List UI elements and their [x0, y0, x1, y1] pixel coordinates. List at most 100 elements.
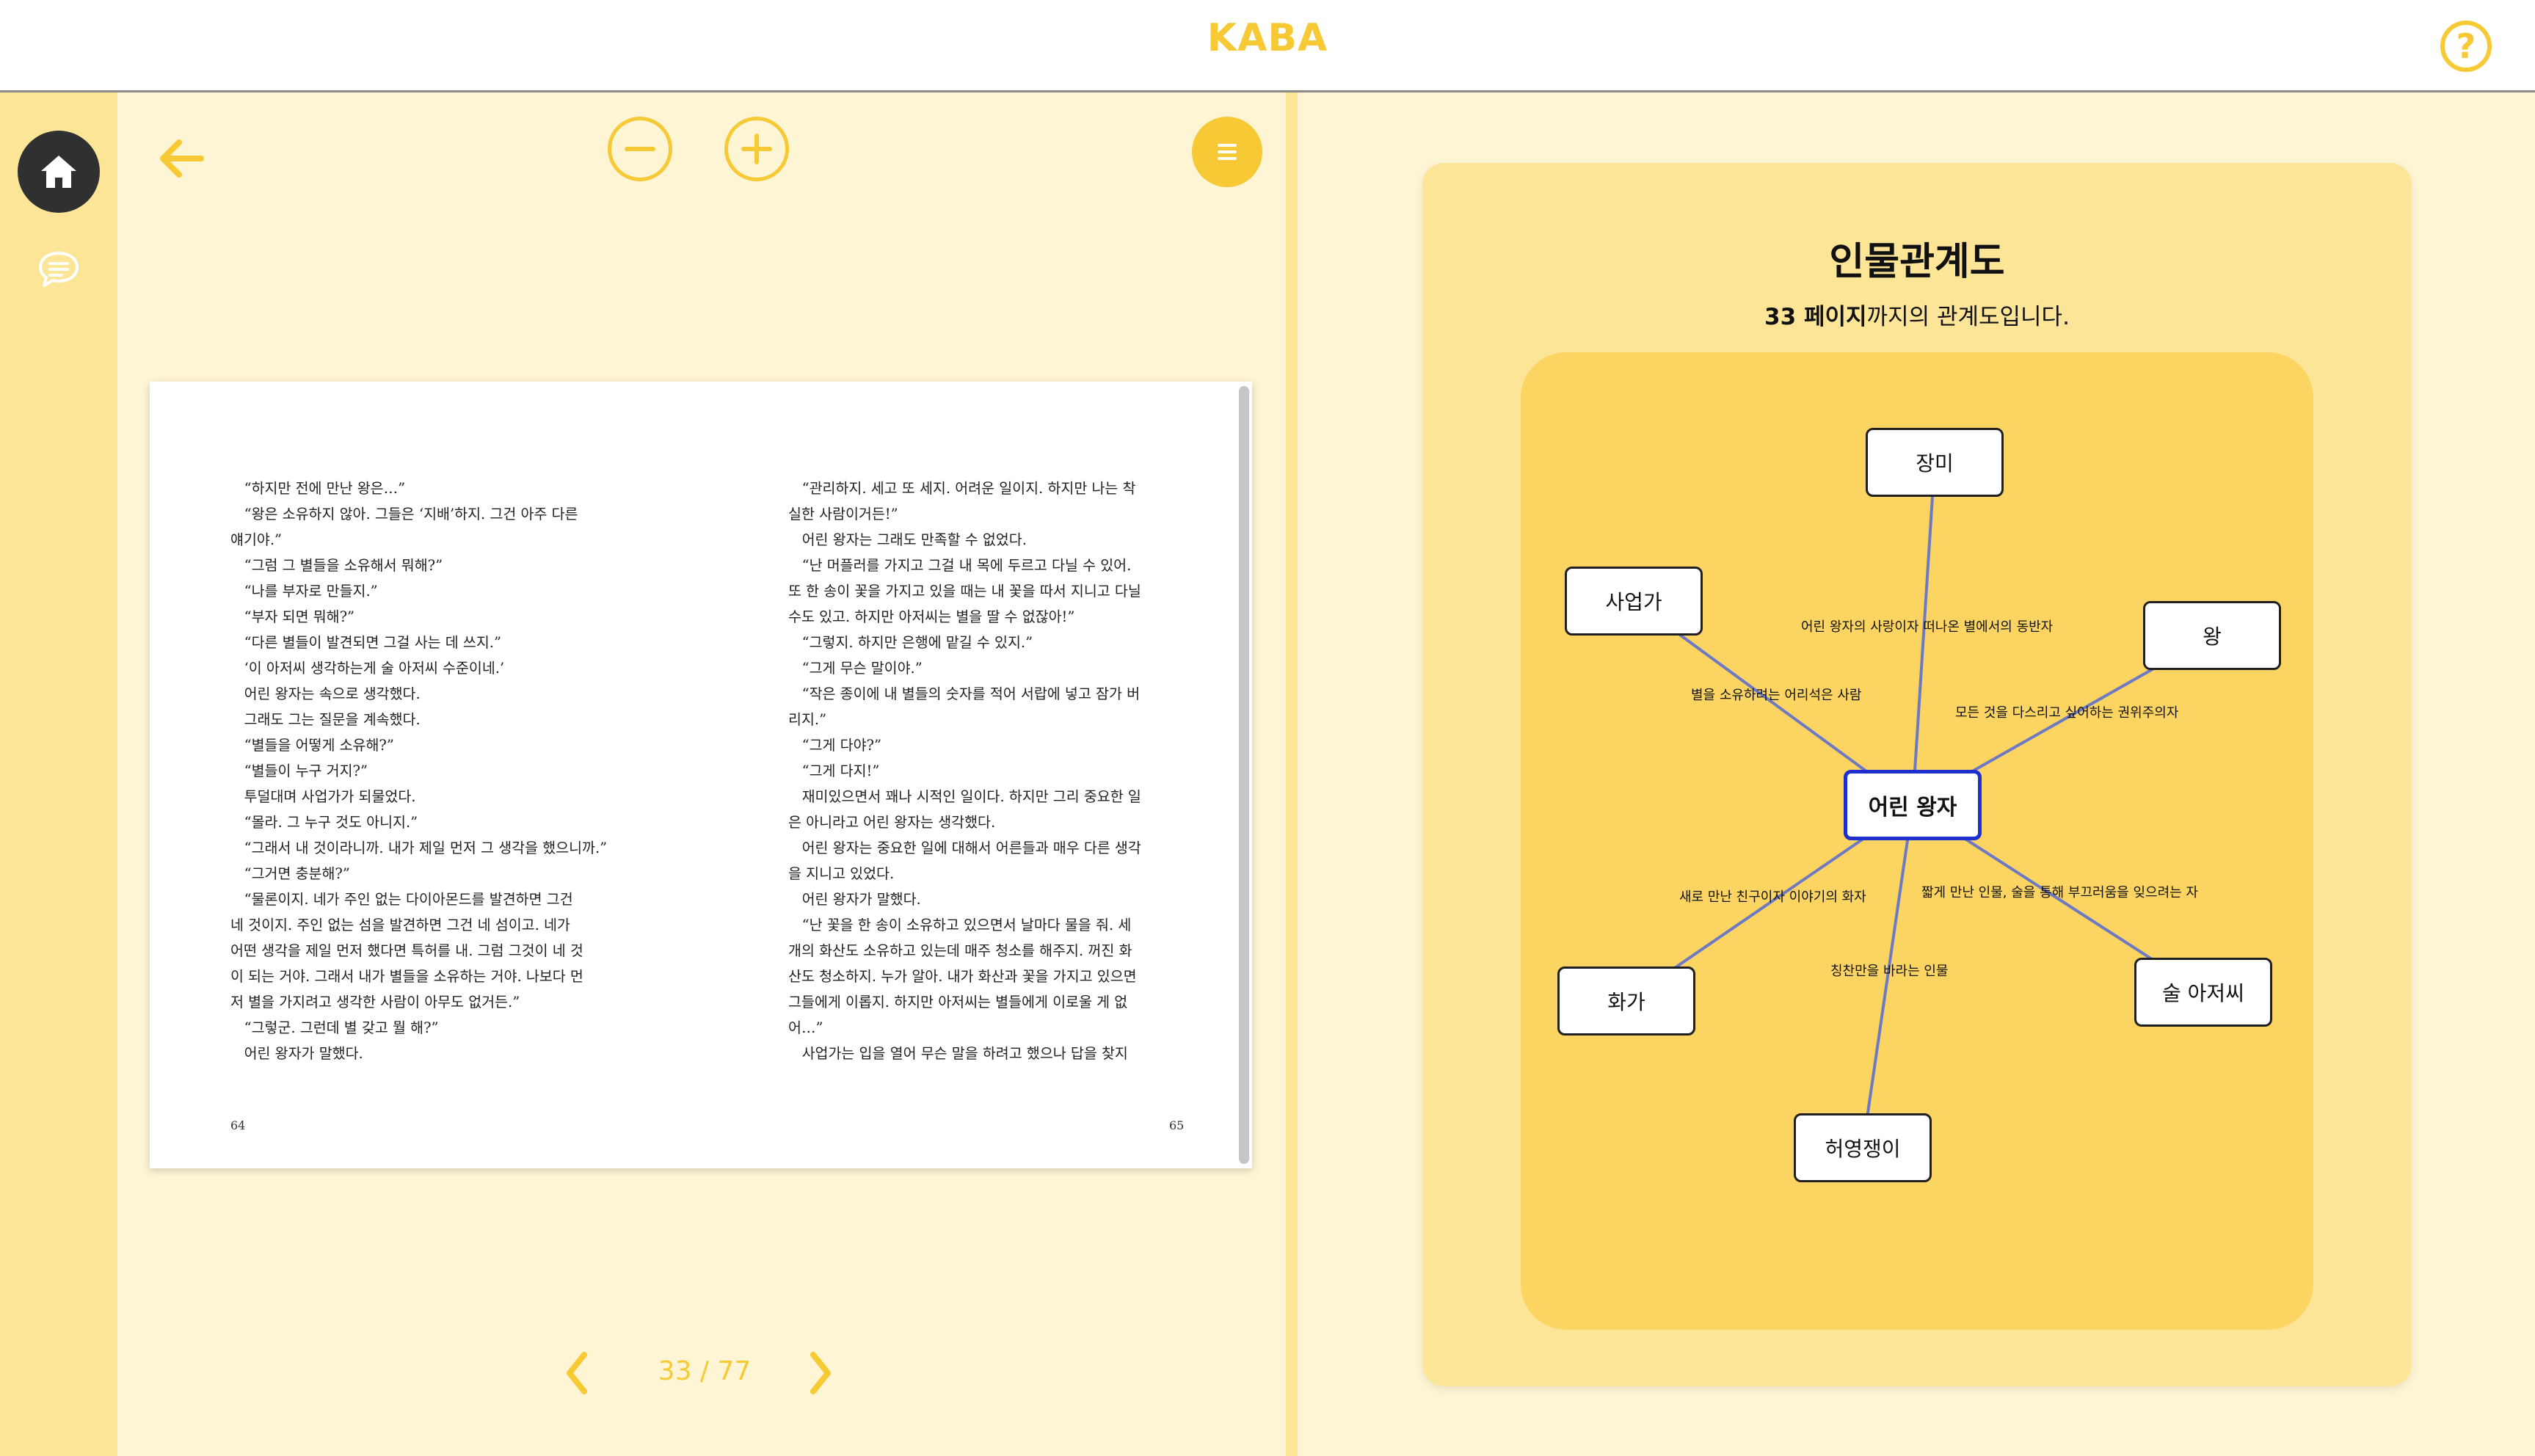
- edge-label-drunkard: 짧게 만난 인물, 술을 통해 부끄러움을 잊으려는 자: [1921, 885, 2198, 900]
- left-page-number: 64: [230, 1118, 246, 1132]
- right-text-line: 을 지니고 있었다.: [788, 865, 895, 882]
- right-text-line: “작은 종이에 내 별들의 숫자를 적어 서랍에 넣고 잠가 버: [788, 685, 1141, 702]
- left-text-line: “몰라. 그 누구 것도 아니지.”: [230, 814, 418, 831]
- chevron-left-icon: [567, 1352, 587, 1394]
- menu-icon-line: [1218, 157, 1237, 160]
- sidebar-item-home[interactable]: [18, 131, 100, 213]
- node-king[interactable]: 왕: [2143, 601, 2281, 670]
- node-rose[interactable]: 장미: [1866, 428, 2004, 497]
- edge-label-rose: 어린 왕자의 사랑이자 떠나온 별에서의 동반자: [1801, 619, 2054, 635]
- edge-rose: [1911, 462, 1936, 806]
- node-drunkard[interactable]: 술 아저씨: [2134, 958, 2272, 1027]
- right-text-line: 개의 화산도 소유하고 있는데 매주 청소를 해주지. 꺼진 화: [788, 942, 1132, 959]
- right-text-line: 산도 청소하지. 누가 알아. 내가 화산과 꽃을 가지고 있으면: [788, 968, 1137, 985]
- right-text-line: 은 아니라고 어린 왕자는 생각했다.: [788, 814, 996, 831]
- left-text-line: 네 것이지. 주인 없는 섬을 발견하면 그건 네 섬이고. 네가: [230, 917, 570, 933]
- left-text-line: “다른 별들이 발견되면 그걸 사는 데 쓰지.”: [230, 634, 501, 651]
- left-text-line: 얘기야.”: [230, 531, 282, 548]
- right-text-line: 또 한 송이 꽃을 가지고 있을 때는 내 꽃을 따서 지니고 다닐: [788, 583, 1141, 600]
- left-text-line: “나를 부자로 만들지.”: [230, 583, 378, 600]
- page-scrollbar[interactable]: [1239, 386, 1249, 1164]
- relationship-edges: [1625, 462, 2213, 1149]
- node-center[interactable]: 어린 왕자: [1844, 770, 1982, 840]
- right-text-line: 재미있으면서 꽤나 시적인 일이다. 하지만 그리 중요한 일: [788, 788, 1141, 805]
- left-text-line: “그럼 그 별들을 소유해서 뭐해?”: [230, 557, 443, 574]
- menu-icon-line: [1218, 150, 1237, 153]
- chevron-right-icon: [810, 1352, 831, 1394]
- node-businessman[interactable]: 사업가: [1565, 567, 1703, 636]
- graph-subtitle-text: 까지의 관계도입니다.: [1866, 304, 2070, 330]
- left-text-line: “하지만 전에 만난 왕은…”: [230, 480, 406, 497]
- left-text-line: “별들을 어떻게 소유해?”: [230, 737, 394, 754]
- menu-icon: [1218, 144, 1237, 147]
- right-text-line: “난 머플러를 가지고 그걸 내 목에 두르고 다닐 수 있어.: [788, 557, 1132, 574]
- left-text-line: 그래도 그는 질문을 계속했다.: [230, 711, 421, 728]
- right-text-line: 실한 사람이거든!”: [788, 506, 898, 523]
- edge-label-king: 모든 것을 다스리고 싶어하는 권위주의자: [1955, 705, 2179, 721]
- right-text-line: 사업가는 입을 열어 무슨 말을 하려고 했으나 답을 찾지: [788, 1045, 1128, 1062]
- right-text-line: “관리하지. 세고 또 세지. 어려운 일이지. 하지만 나는 착: [788, 480, 1136, 497]
- left-text-line: 투덜대며 사업가가 되물었다.: [230, 788, 416, 805]
- right-text-line: 수도 있고. 하지만 아저씨는 별을 딸 수 없잖아!”: [788, 608, 1075, 625]
- sidebar-item-chat[interactable]: [37, 250, 81, 289]
- right-page-number: 65: [1169, 1118, 1185, 1132]
- node-vain[interactable]: 허영쟁이: [1794, 1113, 1932, 1182]
- left-text-line: “왕은 소유하지 않아. 그들은 ‘지배’하지. 그건 아주 다른: [230, 506, 578, 523]
- question-circle-icon: ?: [2456, 26, 2476, 66]
- left-text-line: 어떤 생각을 제일 먼저 했다면 특허를 내. 그럼 그것이 네 것: [230, 942, 583, 959]
- zoom-in-button[interactable]: [724, 117, 789, 181]
- arrow-left-icon: [160, 139, 204, 178]
- edge-label-vain: 칭찬만을 바라는 인물: [1830, 964, 1949, 979]
- back-button[interactable]: [153, 129, 211, 188]
- next-page-button[interactable]: [804, 1349, 837, 1397]
- right-text-line: 어린 왕자는 중요한 일에 대해서 어른들과 매우 다른 생각: [788, 840, 1141, 856]
- brand-logo[interactable]: KABA: [1207, 16, 1328, 60]
- right-text-line: “그렇지. 하지만 은행에 맡길 수 있지.”: [788, 634, 1033, 651]
- left-text-line: ‘이 아저씨 생각하는게 술 아저씨 수준이네.’: [230, 660, 505, 677]
- left-text-line: 저 별을 가지려고 생각한 사람이 아무도 없거든.”: [230, 994, 520, 1011]
- left-text-line: 어린 왕자는 속으로 생각했다.: [230, 685, 421, 702]
- right-text-line: 어린 왕자는 그래도 만족할 수 없었다.: [788, 531, 1027, 548]
- right-text-line: “난 꽃을 한 송이 소유하고 있으면서 날마다 물을 줘. 세: [788, 917, 1132, 933]
- graph-subtitle: 33 페이지까지의 관계도입니다.: [1422, 298, 2412, 331]
- right-text-line: 그들에게 이롭지. 하지만 아저씨는 별들에게 이로울 게 없: [788, 994, 1128, 1011]
- edge-label-businessman: 별을 소유하려는 어리석은 사람: [1691, 688, 1862, 703]
- node-painter[interactable]: 화가: [1557, 967, 1695, 1035]
- prev-page-button[interactable]: [561, 1349, 593, 1397]
- left-text-line: “별들이 누구 거지?”: [230, 762, 368, 779]
- right-text-line: 어…”: [788, 1019, 823, 1036]
- top-bar: KABA ?: [0, 0, 2535, 92]
- left-text-line: “그거면 충분해?”: [230, 865, 350, 882]
- pagination: 33 / 77: [117, 1334, 1286, 1408]
- left-text-line: “부자 되면 뭐해?”: [230, 608, 355, 625]
- edge-label-painter: 새로 만난 친구이자 이야기의 화자: [1679, 889, 1866, 905]
- edge-vain: [1861, 804, 1914, 1149]
- page-counter: 33 / 77: [658, 1356, 752, 1386]
- menu-button[interactable]: [1192, 117, 1262, 187]
- left-page-text: “하지만 전에 만난 왕은…” “왕은 소유하지 않아. 그들은 ‘지배’하지.…: [230, 476, 608, 1066]
- help-button[interactable]: ?: [2440, 21, 2492, 72]
- home-icon: [41, 156, 76, 188]
- right-text-line: 어린 왕자가 말했다.: [788, 891, 921, 908]
- right-text-line: 리지.”: [788, 711, 827, 728]
- right-text-line: “그게 다야?”: [788, 737, 881, 754]
- left-text-line: “그렇군. 그런데 별 갖고 뭘 해?”: [230, 1019, 439, 1036]
- panel-divider[interactable]: [1286, 92, 1298, 1456]
- right-text-line: “그게 다지!”: [788, 762, 880, 779]
- graph-subtitle-page: 33 페이지: [1764, 304, 1867, 330]
- chat-bubble-icon: [39, 252, 79, 287]
- left-text-line: “그래서 내 것이라니까. 내가 제일 먼저 그 생각을 했으니까.”: [230, 840, 608, 856]
- sidebar: [0, 92, 117, 1456]
- book-page-spread[interactable]: “하지만 전에 만난 왕은…” “왕은 소유하지 않아. 그들은 ‘지배’하지.…: [150, 382, 1252, 1168]
- left-text-line: 어린 왕자가 말했다.: [230, 1045, 363, 1062]
- right-text-line: “그게 무슨 말이야.”: [788, 660, 923, 677]
- graph-title: 인물관계도: [1829, 240, 2005, 284]
- zoom-out-button[interactable]: [608, 117, 672, 181]
- reader-panel: “하지만 전에 만난 왕은…” “왕은 소유하지 않아. 그들은 ‘지배’하지.…: [117, 92, 1286, 1456]
- left-text-line: “물론이지. 네가 주인 없는 다이아몬드를 발견하면 그건: [230, 891, 573, 908]
- left-text-line: 이 되는 거야. 그래서 내가 별들을 소유하는 거야. 나보다 먼: [230, 968, 583, 985]
